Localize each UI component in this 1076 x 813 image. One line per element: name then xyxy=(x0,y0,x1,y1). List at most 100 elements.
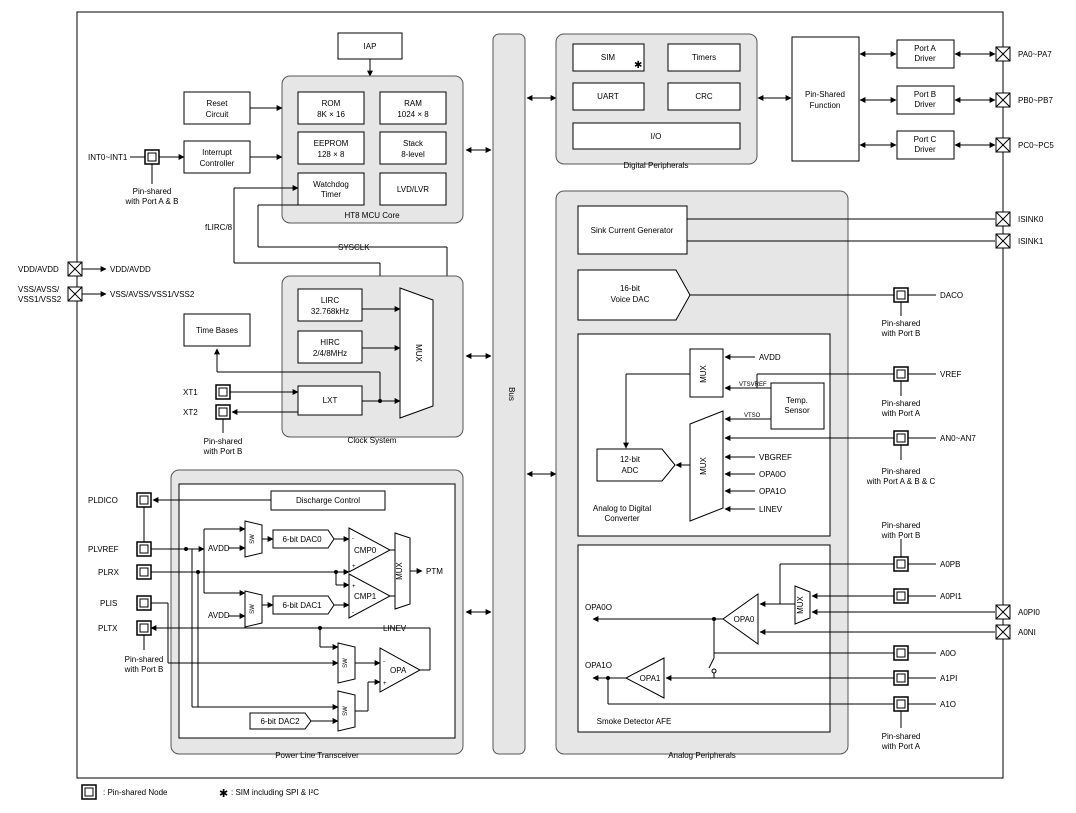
uart-box xyxy=(572,82,645,111)
svg-text:HIRC: HIRC xyxy=(320,338,340,347)
adc-input-mux xyxy=(689,410,724,522)
isink1-label: ISINK1 xyxy=(1018,237,1044,246)
svg-text:-: - xyxy=(383,659,385,665)
vbgref-label: VBGREF xyxy=(759,453,792,462)
smoke-group xyxy=(577,544,831,733)
opa0o-adc-label: OPA0O xyxy=(759,470,786,479)
ram-label: RAM xyxy=(404,99,422,108)
cmp0-label: CMP0 xyxy=(354,546,377,555)
sw3 xyxy=(337,690,356,732)
porta-driver-box xyxy=(896,39,955,69)
crc-box xyxy=(667,82,741,111)
svg-text:+: + xyxy=(352,584,356,590)
sim-asterisk-icon: ✱ xyxy=(634,60,642,71)
pinshared-label-1: Pin-Shared xyxy=(805,90,845,99)
daco-note-1: Pin-shared xyxy=(882,319,921,328)
bus xyxy=(492,33,526,755)
adc-input-mux-label: MUX xyxy=(699,456,708,474)
pl-note-1: Pin-shared xyxy=(125,655,164,664)
vref-note-1: Pin-shared xyxy=(882,399,921,408)
dac0-box xyxy=(272,529,335,549)
int-pin-label: INT0~INT1 xyxy=(88,153,128,162)
adc-vref-mux xyxy=(689,348,724,398)
svg-text:Port C: Port C xyxy=(914,135,937,144)
svg-text:with Port A: with Port A xyxy=(881,742,921,751)
legend-node-label: : Pin-shared Node xyxy=(103,788,168,797)
pinshared-label-2: Function xyxy=(810,101,841,110)
timebases-box xyxy=(183,313,251,347)
svg-text:Watchdog: Watchdog xyxy=(313,180,349,189)
adc-title-1: Analog to Digital xyxy=(593,504,651,513)
pin-node-plis xyxy=(136,595,152,611)
portb-label-1: Port B xyxy=(914,90,936,99)
an-note-2: with Port A & B & C xyxy=(866,477,936,486)
iap-label: IAP xyxy=(364,42,377,51)
lvd-label: LVD/LVR xyxy=(397,185,429,194)
pldico-label: PLDICO xyxy=(88,496,118,505)
a1o-note-1: Pin-shared xyxy=(882,732,921,741)
svg-text:+: + xyxy=(352,564,356,570)
pl-note-2: with Port B xyxy=(124,665,164,674)
stack-box xyxy=(379,131,447,165)
a0o-label: A0O xyxy=(940,649,956,658)
irq-label-1: Interrupt xyxy=(202,148,233,157)
adc-vref-mux-label: MUX xyxy=(699,364,708,382)
plt-mux-label: MUX xyxy=(395,561,404,579)
lirc-freq: 32.768kHz xyxy=(311,307,349,316)
pin-node-vref xyxy=(893,366,909,382)
legend-asterisk-icon: ✱ xyxy=(219,788,228,800)
irq-label-2: Controller xyxy=(200,159,235,168)
sw1-label: SW xyxy=(250,604,256,614)
svg-text:16-bit: 16-bit xyxy=(620,284,641,293)
svg-text:32.768kHz: 32.768kHz xyxy=(311,307,349,316)
a0pb-note-2: with Port B xyxy=(881,531,921,540)
svg-text:Stack: Stack xyxy=(403,139,424,148)
svg-text:with Port B: with Port B xyxy=(124,665,164,674)
svg-text:ROM: ROM xyxy=(322,99,341,108)
dac1-box xyxy=(272,595,335,615)
vss-out-label: VSS/AVSS/VSS1/VSS2 xyxy=(110,290,195,299)
sysclk-label: SYSCLK xyxy=(338,243,370,252)
svg-text:12-bit: 12-bit xyxy=(620,455,641,464)
reset-label-1: Reset xyxy=(207,99,229,108)
lirc-box xyxy=(297,288,363,322)
plt-mux xyxy=(394,532,411,610)
opa1-label: OPA1 xyxy=(640,674,661,683)
pin-node-xt2 xyxy=(215,404,231,420)
sw2-label: SW xyxy=(343,658,349,668)
vtsvref-label: VTSVREF xyxy=(739,382,767,388)
pin-node-an xyxy=(893,430,909,446)
a1o-label: A1O xyxy=(940,700,956,709)
dac1-label: 6-bit DAC1 xyxy=(282,601,322,610)
xt1-label: XT1 xyxy=(183,388,198,397)
cmp1 xyxy=(348,573,392,619)
plvref-label: PLVREF xyxy=(88,545,119,554)
vtso-label: VTSO xyxy=(744,413,761,419)
dac0-label: 6-bit DAC0 xyxy=(282,535,322,544)
pb-label: PB0~PB7 xyxy=(1018,96,1053,105)
opa1o-out-label: OPA1O xyxy=(585,661,612,670)
temp-label-2: Sensor xyxy=(784,406,810,415)
mcu-core-title: HT8 MCU Core xyxy=(344,211,400,220)
porta-label-2: Driver xyxy=(914,54,936,63)
pin-node-int xyxy=(144,149,160,165)
sim-box xyxy=(572,43,645,72)
clock-mux xyxy=(399,287,434,419)
svg-text:8-level: 8-level xyxy=(401,150,425,159)
svg-text:128 × 8: 128 × 8 xyxy=(318,150,345,159)
hirc-box xyxy=(297,330,363,364)
svg-text:with Port A & B & C: with Port A & B & C xyxy=(866,477,936,486)
a1o-note-2: with Port A xyxy=(881,742,921,751)
vdd-out-label: VDD/AVDD xyxy=(110,265,151,274)
temp-label-1: Temp. xyxy=(786,396,808,405)
svg-text:with Port A & B: with Port A & B xyxy=(125,197,179,206)
svg-text:Pin-shared: Pin-shared xyxy=(882,399,921,408)
svg-text:with Port B: with Port B xyxy=(203,447,243,456)
svg-text:Pin-shared: Pin-shared xyxy=(882,732,921,741)
linev-adc-label: LINEV xyxy=(759,505,783,514)
sink-box xyxy=(577,205,688,255)
xt-note-2: with Port B xyxy=(203,447,243,456)
lirc-label: LIRC xyxy=(321,296,339,305)
xt2-label: XT2 xyxy=(183,408,198,417)
